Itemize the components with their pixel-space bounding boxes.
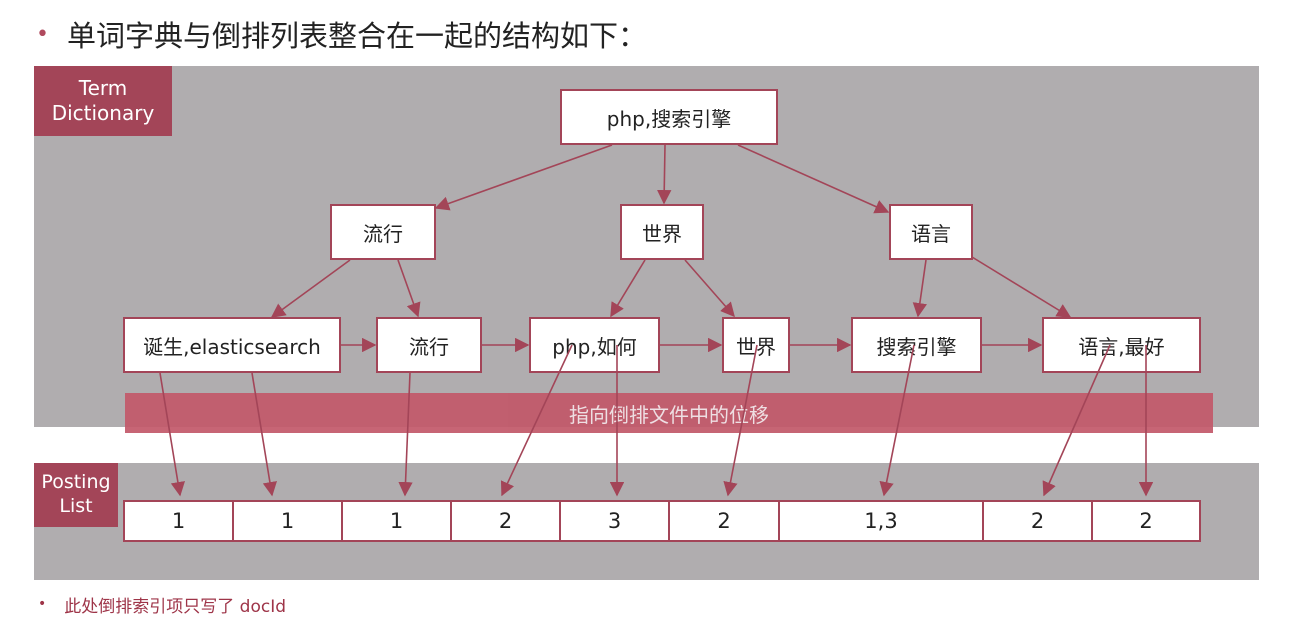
footnote-bullet-icon: • bbox=[38, 596, 47, 612]
heading-text: 单词字典与倒排列表整合在一起的结构如下： bbox=[66, 19, 647, 53]
posting-cell-4: 2 bbox=[450, 500, 561, 542]
posting-cell-2: 1 bbox=[232, 500, 343, 542]
leaf-node-5: 搜索引擎 bbox=[851, 317, 982, 373]
term-dictionary-label: Term Dictionary bbox=[34, 66, 172, 136]
term-label-line1: Term bbox=[78, 76, 128, 100]
posting-cell-3: 1 bbox=[341, 500, 452, 542]
posting-cell-7: 1,3 bbox=[778, 500, 984, 542]
leaf-node-3: php,如何 bbox=[529, 317, 660, 373]
posting-cell-9: 2 bbox=[1091, 500, 1201, 542]
level2-node-yuyan: 语言 bbox=[889, 204, 973, 260]
posting-cell-6: 2 bbox=[668, 500, 780, 542]
posting-cell-1: 1 bbox=[123, 500, 234, 542]
footnote-text: 此处倒排索引项只写了 docId bbox=[64, 596, 287, 617]
leaf-node-1: 诞生,elasticsearch bbox=[123, 317, 341, 373]
posting-cell-8: 2 bbox=[982, 500, 1093, 542]
posting-cell-5: 3 bbox=[559, 500, 670, 542]
footnote: • 此处倒排索引项只写了 docId bbox=[38, 590, 286, 618]
offset-band-text: 指向倒排文件中的位移 bbox=[569, 402, 769, 427]
offset-band: 指向倒排文件中的位移 bbox=[125, 393, 1213, 433]
posting-label-line2: List bbox=[59, 495, 93, 517]
level2-node-liuxing: 流行 bbox=[330, 204, 436, 260]
posting-label-line1: Posting bbox=[41, 471, 111, 494]
level2-node-shijie: 世界 bbox=[620, 204, 704, 260]
bullet-icon: • bbox=[36, 21, 49, 47]
leaf-node-4: 世界 bbox=[722, 317, 790, 373]
posting-list-label: Posting List bbox=[34, 463, 118, 527]
root-node: php,搜索引擎 bbox=[560, 89, 778, 145]
leaf-node-2: 流行 bbox=[376, 317, 482, 373]
leaf-node-6: 语言,最好 bbox=[1042, 317, 1201, 373]
term-label-line2: Dictionary bbox=[51, 101, 155, 125]
slide-heading: • 单词字典与倒排列表整合在一起的结构如下： bbox=[36, 14, 647, 54]
